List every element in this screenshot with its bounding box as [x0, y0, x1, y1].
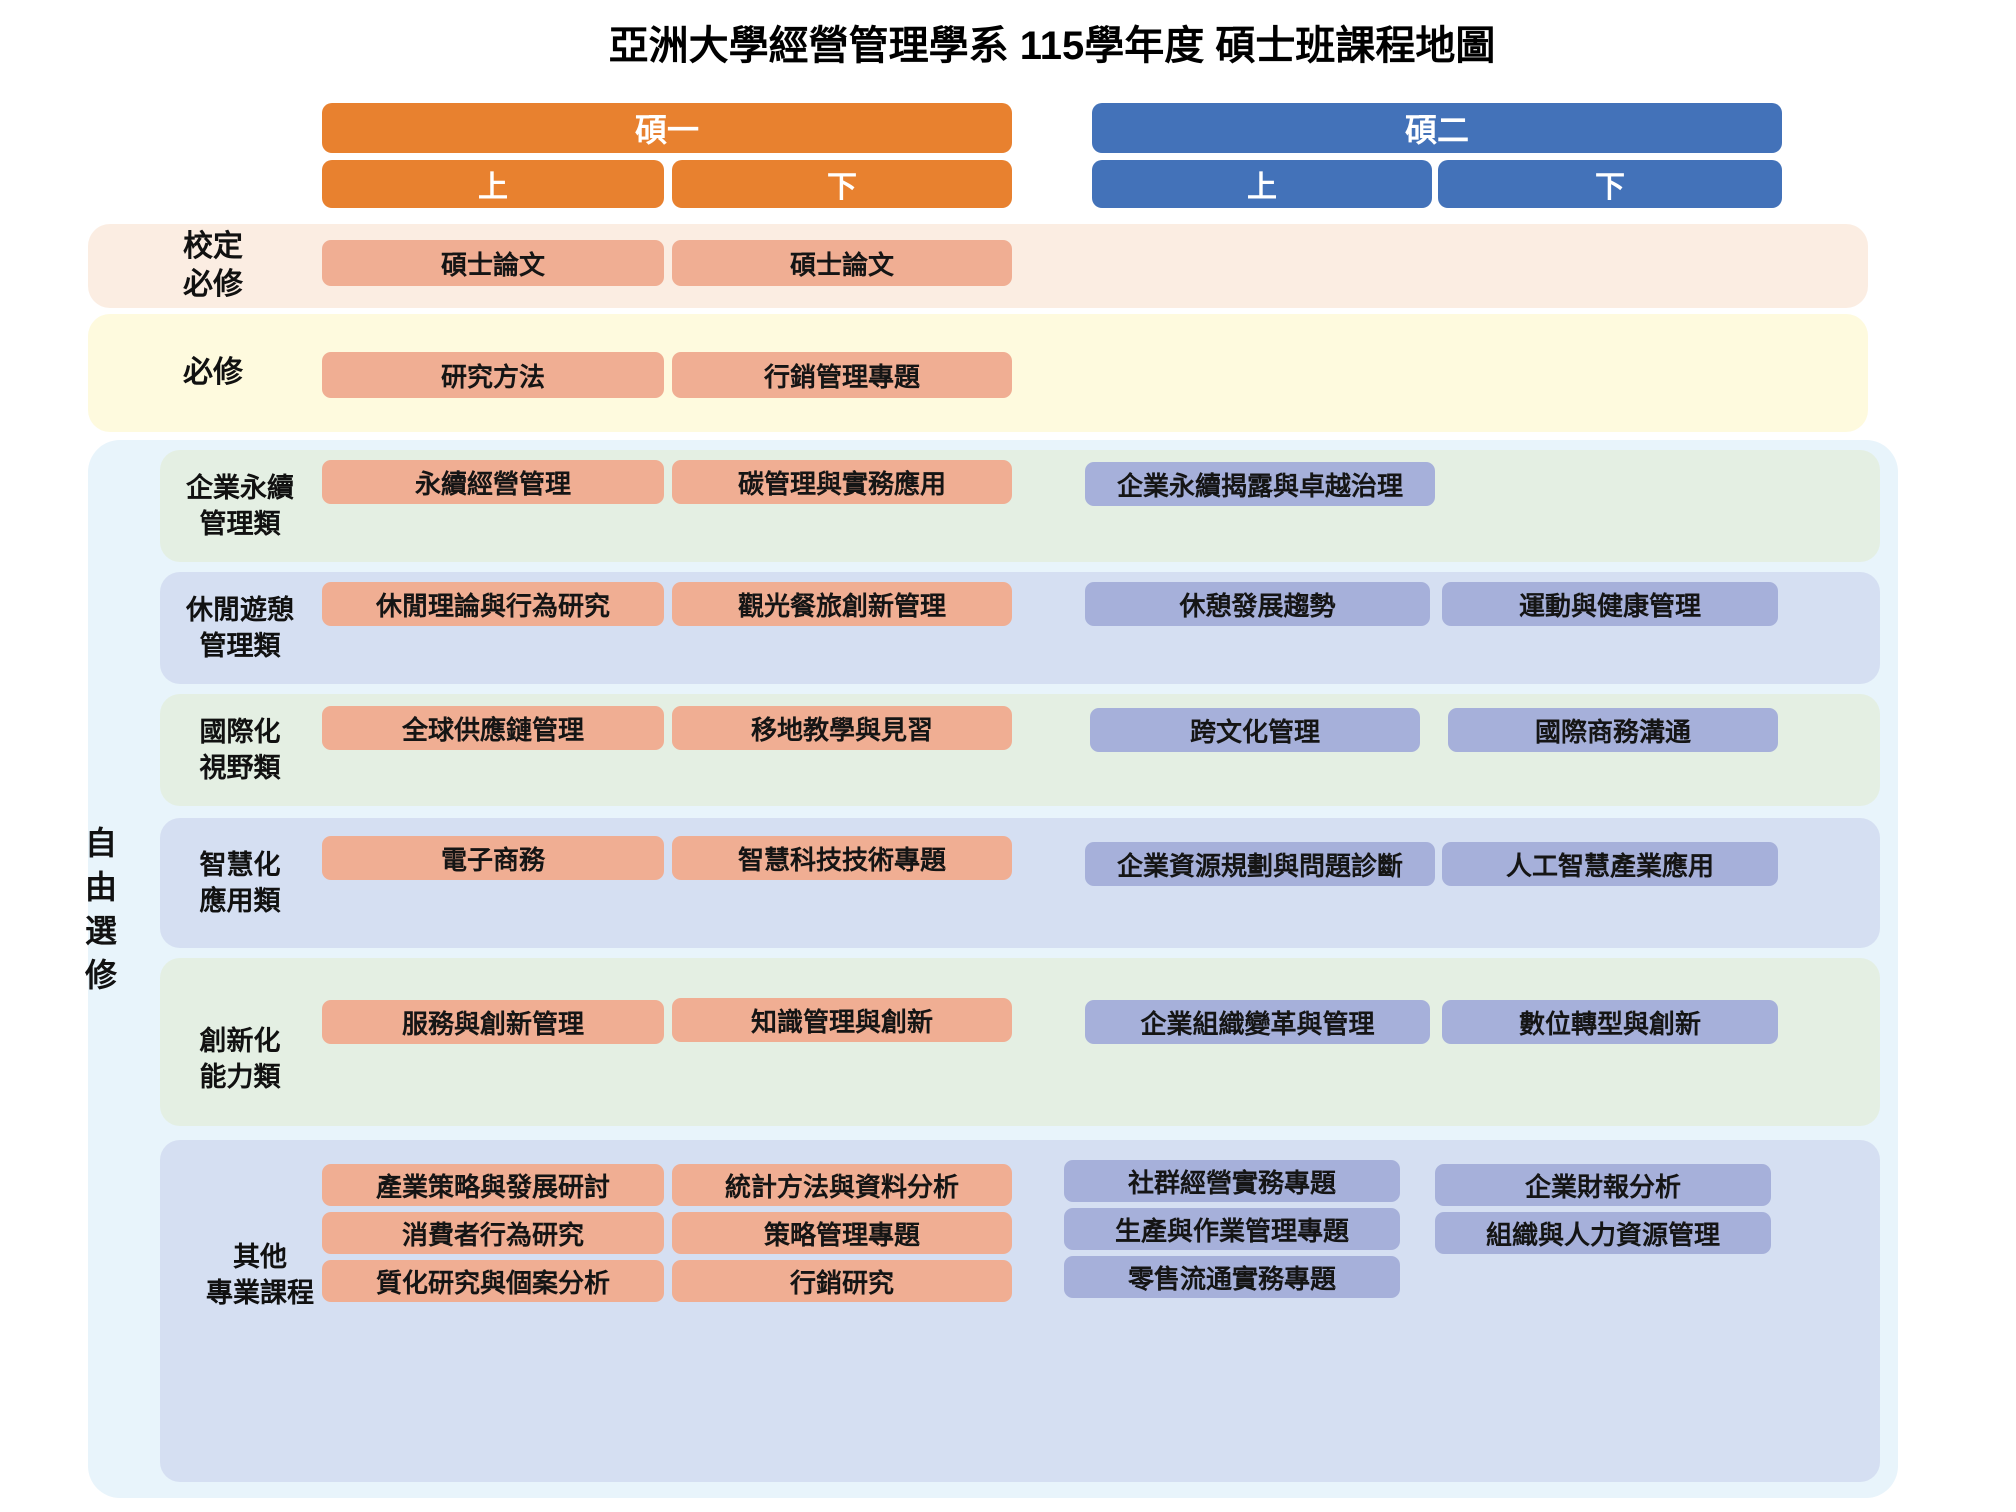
category-row-smart: 智慧化 應用類 電子商務 智慧科技技術專題 企業資源規劃與問題診斷 人工智慧產業… [160, 818, 1880, 948]
course-pill: 企業永續揭露與卓越治理 [1085, 462, 1435, 506]
course-pill: 休憩發展趨勢 [1085, 582, 1430, 626]
category-label-line2: 管理類 [199, 631, 281, 661]
category-label: 休閒遊憩 管理類 [165, 572, 315, 684]
category-label-line1: 休閒遊憩 [186, 595, 294, 625]
page-title: 亞洲大學經營管理學系 115學年度 碩士班課程地圖 [608, 24, 1496, 68]
category-label-line2: 專業課程 [206, 1278, 314, 1308]
category-row-sustainability: 企業永續 管理類 永續經營管理 碳管理與實務應用 企業永續揭露與卓越治理 [160, 450, 1880, 562]
course-pill: 生產與作業管理專題 [1064, 1208, 1400, 1250]
school-required-label: 校定 必修 [118, 224, 308, 308]
course-pill: 行銷管理專題 [672, 352, 1012, 398]
category-label-line1: 其他 [233, 1242, 287, 1272]
course-pill: 碩士論文 [322, 240, 664, 286]
course-pill: 產業策略與發展研討 [322, 1164, 664, 1206]
course-pill: 統計方法與資料分析 [672, 1164, 1012, 1206]
category-label-line1: 智慧化 [199, 850, 281, 880]
category-label-line1: 國際化 [199, 717, 281, 747]
category-label-line2: 能力類 [199, 1062, 281, 1092]
course-pill: 移地教學與見習 [672, 706, 1012, 750]
course-pill: 休閒理論與行為研究 [322, 582, 664, 626]
course-pill: 跨文化管理 [1090, 708, 1420, 752]
course-pill: 全球供應鏈管理 [322, 706, 664, 750]
required-band: 必修 研究方法 行銷管理專題 [88, 314, 1868, 432]
course-pill: 永續經營管理 [322, 460, 664, 504]
category-label: 其他 專業課程 [165, 1215, 355, 1335]
course-pill: 消費者行為研究 [322, 1212, 664, 1254]
category-label: 企業永續 管理類 [165, 450, 315, 562]
course-pill: 人工智慧產業應用 [1442, 842, 1778, 886]
course-pill: 研究方法 [322, 352, 664, 398]
category-label-line1: 創新化 [199, 1026, 281, 1056]
course-pill: 運動與健康管理 [1442, 582, 1778, 626]
course-pill: 碩士論文 [672, 240, 1012, 286]
course-pill: 觀光餐旅創新管理 [672, 582, 1012, 626]
course-pill: 質化研究與個案分析 [322, 1260, 664, 1302]
year1-sem2-header: 下 [672, 160, 1012, 208]
year2-header: 碩二 [1092, 103, 1782, 153]
category-row-innovation: 創新化 能力類 服務與創新管理 知識管理與創新 企業組織變革與管理 數位轉型與創… [160, 958, 1880, 1126]
course-pill: 企業財報分析 [1435, 1164, 1771, 1206]
category-label: 智慧化 應用類 [165, 818, 315, 948]
course-pill: 知識管理與創新 [672, 998, 1012, 1042]
category-row-international: 國際化 視野類 全球供應鏈管理 移地教學與見習 跨文化管理 國際商務溝通 [160, 694, 1880, 806]
year2-sem1-header: 上 [1092, 160, 1432, 208]
course-pill: 碳管理與實務應用 [672, 460, 1012, 504]
course-pill: 智慧科技技術專題 [672, 836, 1012, 880]
category-label-line2: 管理類 [199, 509, 281, 539]
free-elective-container: 企業永續 管理類 永續經營管理 碳管理與實務應用 企業永續揭露與卓越治理 休閒遊… [88, 440, 1898, 1498]
course-pill: 零售流通實務專題 [1064, 1256, 1400, 1298]
category-row-leisure: 休閒遊憩 管理類 休閒理論與行為研究 觀光餐旅創新管理 休憩發展趨勢 運動與健康… [160, 572, 1880, 684]
course-pill: 電子商務 [322, 836, 664, 880]
course-pill: 企業組織變革與管理 [1085, 1000, 1430, 1044]
year1-sem1-header: 上 [322, 160, 664, 208]
category-label: 國際化 視野類 [165, 694, 315, 806]
course-pill: 數位轉型與創新 [1442, 1000, 1778, 1044]
category-label: 創新化 能力類 [165, 958, 315, 1126]
year1-header: 碩一 [322, 103, 1012, 153]
category-row-others: 其他 專業課程 產業策略與發展研討 消費者行為研究 質化研究與個案分析 統計方法… [160, 1140, 1880, 1482]
free-elective-label: 自由選修 [81, 826, 117, 1002]
category-label-line2: 視野類 [199, 753, 281, 783]
course-pill: 組織與人力資源管理 [1435, 1212, 1771, 1254]
category-label-line1: 企業永續 [186, 473, 294, 503]
course-pill: 企業資源規劃與問題診斷 [1085, 842, 1435, 886]
category-label-line2: 應用類 [199, 886, 281, 916]
required-label: 必修 [183, 356, 243, 389]
course-pill: 服務與創新管理 [322, 1000, 664, 1044]
course-pill: 策略管理專題 [672, 1212, 1012, 1254]
course-pill: 行銷研究 [672, 1260, 1012, 1302]
course-pill: 國際商務溝通 [1448, 708, 1778, 752]
school-required-band: 校定 必修 碩士論文 碩士論文 [88, 224, 1868, 308]
school-required-label-line1: 校定 [183, 230, 243, 263]
year2-sem2-header: 下 [1438, 160, 1782, 208]
course-pill: 社群經營實務專題 [1064, 1160, 1400, 1202]
school-required-label-line2: 必修 [183, 268, 243, 301]
